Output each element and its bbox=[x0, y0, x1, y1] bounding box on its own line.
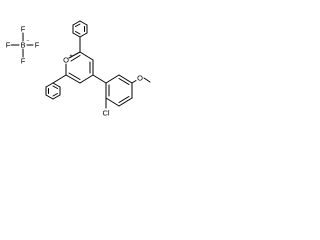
bond-c2-o-inner bbox=[70, 55, 81, 62]
aryl-b2 bbox=[118, 74, 133, 84]
bond-c6-phbot bbox=[52, 74, 67, 84]
pyrylium-ring: O + bbox=[63, 51, 94, 84]
atom-cl: Cl bbox=[102, 109, 109, 118]
bond-aryl-o bbox=[131, 80, 137, 84]
aryl-d1 bbox=[118, 78, 130, 85]
phbot-d2 bbox=[52, 93, 58, 97]
atom-f-right: F bbox=[35, 41, 40, 50]
atom-b: B bbox=[20, 41, 25, 50]
bond-o-c2 bbox=[68, 51, 81, 59]
bond-c4-aryl bbox=[92, 74, 107, 84]
phtop-b4 bbox=[79, 20, 88, 26]
atom-f-left: F bbox=[6, 41, 11, 50]
phbot-d3 bbox=[52, 85, 58, 89]
bond-c5-c6 bbox=[65, 74, 81, 84]
aryl-b5 bbox=[105, 97, 120, 107]
phbot-b6 bbox=[52, 82, 61, 88]
phtop-b3 bbox=[72, 20, 81, 26]
phtop-d3 bbox=[75, 31, 81, 35]
atom-o-ring: O bbox=[63, 56, 69, 65]
bond-c2-c3 bbox=[79, 51, 94, 61]
phtop-b1 bbox=[72, 32, 81, 38]
charge-b: − bbox=[27, 38, 30, 44]
atom-f-bottom: F bbox=[21, 57, 26, 66]
atom-f-top: F bbox=[21, 25, 26, 34]
tetrafluoroborate: F F B − F F bbox=[6, 25, 40, 66]
atom-o-methoxy: O bbox=[137, 74, 143, 83]
phenyl-bottom bbox=[45, 74, 67, 100]
phtop-b6 bbox=[79, 32, 88, 38]
bond-c4-c5 bbox=[79, 74, 94, 84]
aryl-b4 bbox=[118, 97, 133, 107]
phenyl-top bbox=[72, 20, 88, 53]
phbot-b3 bbox=[45, 94, 54, 100]
phtop-d1 bbox=[75, 23, 81, 27]
bond-c5-c6-inner bbox=[68, 72, 81, 80]
phbot-b1 bbox=[45, 82, 54, 88]
chloro-methoxy-phenyl: O Cl bbox=[92, 74, 151, 118]
bond-o-ch3 bbox=[143, 77, 151, 83]
phbot-b4 bbox=[52, 94, 61, 100]
aryl-b1 bbox=[105, 74, 120, 84]
charge-o-ring: + bbox=[70, 53, 73, 59]
molecule-diagram: F F B − F F O + bbox=[6, 20, 151, 118]
aryl-d2 bbox=[118, 96, 130, 103]
